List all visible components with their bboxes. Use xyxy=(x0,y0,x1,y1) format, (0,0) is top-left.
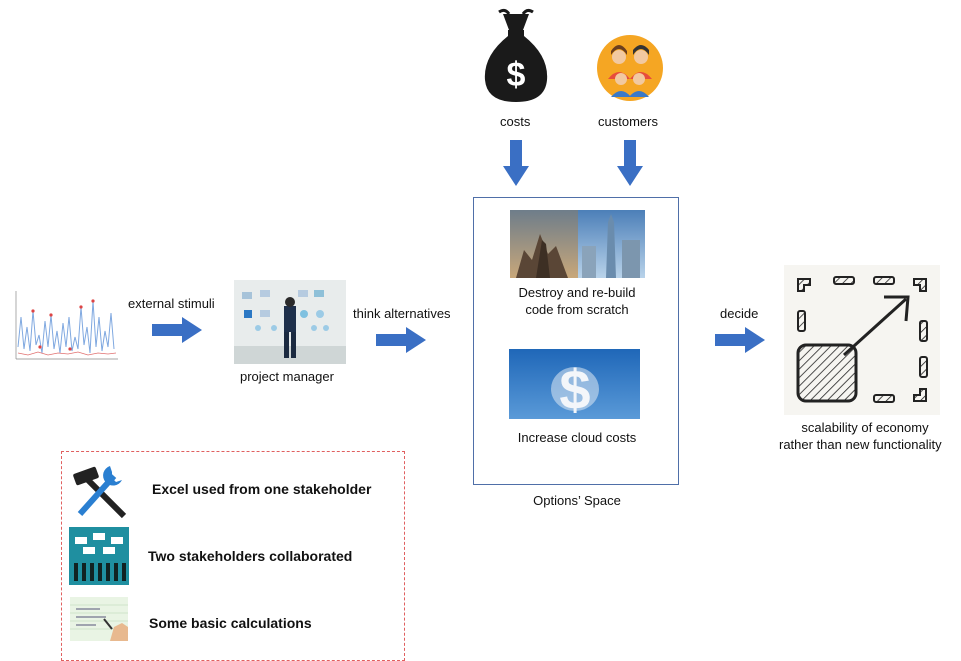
decide-right-arrow-icon xyxy=(715,327,765,353)
option-destroy-rebuild-line2: code from scratch xyxy=(525,302,629,317)
options-space-box xyxy=(473,197,679,485)
customers-label: customers xyxy=(598,114,658,129)
outcome-line2: rather than new functionality xyxy=(779,437,942,452)
project-manager-label: project manager xyxy=(240,369,334,384)
project-manager-image xyxy=(234,280,346,364)
legend-excel-label: Excel used from one stakeholder xyxy=(152,481,372,497)
hammer-wrench-icon xyxy=(73,466,127,519)
decide-label: decide xyxy=(720,306,759,321)
legend-calculations-label: Some basic calculations xyxy=(149,615,312,631)
stimuli-right-arrow-icon xyxy=(152,317,202,343)
collaboration-icon xyxy=(69,527,129,585)
customers-down-arrow-icon xyxy=(617,140,643,186)
scalability-sketch-icon xyxy=(784,265,940,415)
outcome-line1: scalability of economy xyxy=(801,420,929,435)
options-space-label: Options’ Space xyxy=(533,493,621,508)
costs-label: costs xyxy=(500,114,531,129)
cloud-dollar-symbol: $ xyxy=(559,358,590,419)
option-destroy-rebuild-line1: Destroy and re-build xyxy=(518,285,636,300)
external-stimuli-label: external stimuli xyxy=(128,296,215,311)
costs-down-arrow-icon xyxy=(503,140,529,186)
think-alternatives-label: think alternatives xyxy=(353,306,451,321)
legend-collaboration-label: Two stakeholders collaborated xyxy=(148,548,353,564)
option-increase-cloud-costs: Increase cloud costs xyxy=(517,430,637,445)
destroy-rebuild-image xyxy=(510,210,645,278)
money-bag-dollar: $ xyxy=(507,56,526,94)
cloud-dollar-image: $ xyxy=(509,349,640,419)
think-right-arrow-icon xyxy=(376,327,426,353)
time-series-chart-thumbnail xyxy=(4,287,122,369)
money-bag-icon: $ xyxy=(484,8,548,102)
calculations-icon xyxy=(70,597,128,641)
customers-icon xyxy=(597,35,663,101)
